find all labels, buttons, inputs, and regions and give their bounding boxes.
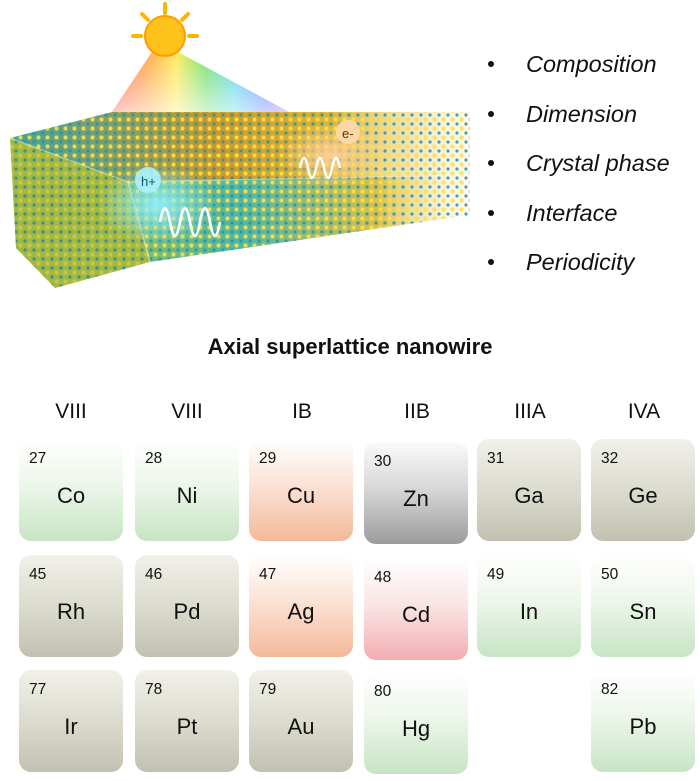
group-header: VIII	[55, 400, 87, 423]
element-symbol: Ga	[514, 483, 544, 508]
element-symbol: Ni	[176, 483, 198, 508]
element-symbol: Co	[56, 483, 86, 508]
bullet-icon	[488, 110, 494, 117]
atomic-number: 45	[29, 566, 47, 583]
bullet-icon	[488, 209, 494, 216]
atomic-number: 47	[259, 566, 277, 583]
group-header: IIB	[404, 400, 430, 423]
element-symbol: Zn	[403, 486, 429, 511]
bullet-icon	[488, 61, 494, 67]
atomic-number: 28	[145, 450, 163, 467]
element-symbol: Sn	[629, 599, 657, 624]
atomic-number: 27	[29, 450, 47, 467]
hole-carrier: h+	[98, 165, 222, 245]
element-symbol: Au	[287, 714, 315, 739]
electron-carrier: e-	[280, 120, 380, 187]
nanowire-illustration: h+ e-	[9, 2, 470, 288]
atomic-number: 48	[374, 569, 392, 586]
element-symbol: Ge	[628, 483, 658, 508]
sun-icon	[131, 2, 199, 57]
atomic-number: 78	[145, 681, 163, 698]
atomic-number: 82	[601, 681, 619, 698]
bullet-icon	[488, 160, 494, 166]
element-symbol: Ir	[64, 714, 78, 739]
element-symbol: Cd	[401, 602, 431, 627]
element-symbol: In	[519, 599, 539, 624]
atomic-number: 49	[487, 566, 505, 583]
group-header: IIIA	[514, 400, 546, 423]
bullet-icon	[488, 259, 494, 265]
group-header: VIII	[171, 400, 203, 423]
atomic-number: 31	[487, 450, 505, 467]
atomic-number: 77	[29, 681, 47, 698]
atomic-number: 80	[374, 683, 392, 700]
atomic-number: 32	[601, 450, 619, 467]
element-symbol: Pd	[173, 599, 201, 624]
element-symbol: Pt	[176, 714, 198, 739]
svg-text:h+: h+	[141, 174, 156, 189]
table-title: Axial superlattice nanowire	[207, 334, 493, 359]
element-symbol: Pb	[629, 714, 657, 739]
element-symbol: Rh	[56, 599, 86, 624]
atomic-number: 46	[145, 566, 163, 583]
group-header: IB	[292, 400, 312, 423]
element-symbol: Cu	[286, 483, 316, 508]
svg-text:e-: e-	[342, 126, 354, 141]
nanowire-crystal	[9, 112, 470, 288]
atomic-number: 29	[259, 450, 277, 467]
atomic-number: 50	[601, 566, 619, 583]
group-header: IVA	[627, 400, 661, 423]
atomic-number: 79	[259, 681, 277, 698]
atomic-number: 30	[374, 453, 392, 470]
element-symbol: Ag	[287, 599, 315, 624]
element-symbol: Hg	[401, 716, 431, 741]
